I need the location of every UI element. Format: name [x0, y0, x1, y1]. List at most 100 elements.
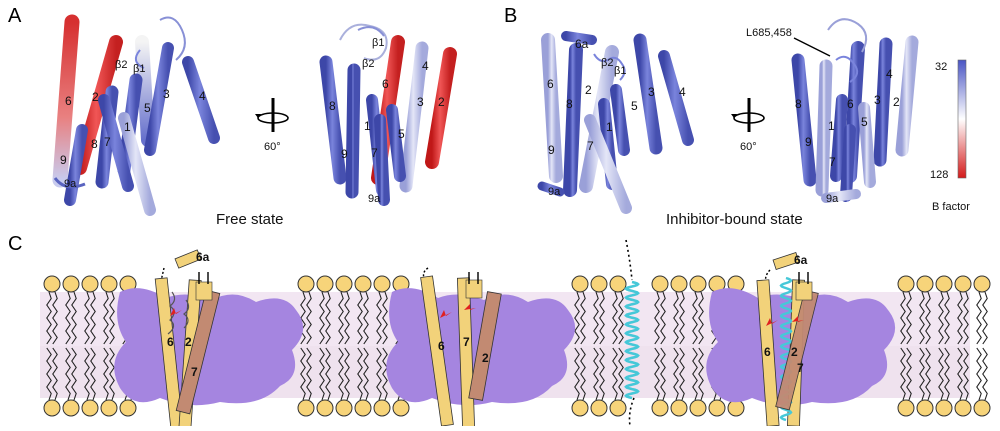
scheme-2-helices: 6 7 2	[420, 267, 502, 429]
lipid-tail	[673, 347, 679, 401]
a-left-label-7: 7	[104, 135, 111, 149]
a-right-label-beta1: β1	[372, 37, 384, 49]
lipid-tail	[319, 347, 325, 401]
lipid-tail	[957, 347, 963, 401]
lipid-head	[897, 275, 915, 293]
lipid-head	[935, 399, 953, 417]
a-left-label-8: 8	[91, 137, 98, 151]
a-left-label-9a: 9a	[64, 178, 77, 190]
lipid-tail	[679, 347, 685, 401]
panel-a-rotation-icon: 60°	[255, 98, 289, 153]
lipid-tail	[599, 291, 605, 345]
lipid-tail	[84, 347, 90, 401]
panel-c: C 6a 6 2 7	[8, 233, 991, 431]
b-right-label-5: 5	[861, 115, 868, 129]
a-right-label-6: 6	[382, 77, 389, 91]
b-left-label-2: 2	[585, 83, 592, 97]
lipid-tail	[963, 291, 969, 345]
panel-a-caption: Free state	[216, 211, 284, 228]
lipid-tail	[906, 347, 912, 401]
lipid-tail	[963, 347, 969, 401]
lipid-head	[316, 275, 334, 293]
lipid-tail	[363, 291, 369, 345]
scheme-3-label-6: 6	[764, 345, 771, 359]
lipid-tail	[919, 347, 925, 401]
b-left-label-6: 6	[547, 77, 554, 91]
panel-a-letter: A	[8, 5, 22, 27]
lipid-tail	[618, 347, 624, 401]
lipid-tail	[65, 347, 71, 401]
lipid-head	[81, 399, 99, 417]
lipid-head	[119, 399, 137, 417]
b-left-label-beta2: β2	[601, 57, 613, 69]
lipid-head	[354, 275, 372, 293]
b-right-label-9: 9	[805, 135, 812, 149]
lipid-tail	[944, 291, 950, 345]
lipid-tail	[46, 347, 52, 401]
scheme-3-label-2: 2	[791, 345, 798, 359]
lipid-tail	[925, 347, 931, 401]
lipid-head	[62, 399, 80, 417]
b-left-label-1: 1	[606, 120, 613, 134]
a-right-label-8: 8	[329, 99, 336, 113]
b-left-label-beta1: β1	[614, 65, 626, 77]
lipid-tail	[65, 291, 71, 345]
scheme-1-label-6a: 6a	[196, 250, 210, 264]
lipid-tail	[580, 347, 586, 401]
panel-a-structure-left: 6 2 β2 β1 3 4 5 1 7 8 9 9a	[52, 14, 220, 216]
lipid-head	[651, 275, 669, 293]
b-right-label-8: 8	[795, 97, 802, 111]
a-left-label-beta2: β2	[115, 59, 127, 71]
lipid-tail	[593, 291, 599, 345]
lipid-head	[297, 399, 315, 417]
lipid-tail	[580, 291, 586, 345]
lipid-head	[43, 399, 61, 417]
scheme-3-label-6a: 6a	[794, 253, 808, 267]
a-right-label-1: 1	[364, 119, 371, 133]
b-left-label-4: 4	[679, 85, 686, 99]
lipid-head	[590, 399, 608, 417]
panel-b-rotation-icon: 60°	[731, 98, 765, 153]
colorbar-min-label: 128	[930, 169, 948, 181]
lipid-head	[43, 275, 61, 293]
a-right-label-beta2: β2	[362, 58, 374, 70]
lipid-tail	[660, 291, 666, 345]
a-right-label-2: 2	[438, 95, 445, 109]
lipid-head	[392, 399, 410, 417]
lipid-tail	[103, 347, 109, 401]
lipid-head	[335, 275, 353, 293]
lipid-tail	[900, 347, 906, 401]
lipid-head	[670, 399, 688, 417]
lipid-tail	[52, 291, 58, 345]
lipid-head	[335, 399, 353, 417]
a-left-label-5: 5	[144, 101, 151, 115]
lipid-tail	[900, 291, 906, 345]
lipid-head	[609, 275, 627, 293]
lipid-head	[100, 275, 118, 293]
lipid-head	[727, 399, 745, 417]
b-right-label-3: 3	[874, 93, 881, 107]
colorbar-max-label: 32	[935, 61, 947, 73]
lipid-tail	[698, 291, 704, 345]
lipid-tail	[679, 291, 685, 345]
lipid-tail	[46, 291, 52, 345]
lipid-tail	[925, 291, 931, 345]
lipid-tail	[357, 291, 363, 345]
panel-a-rotation-label: 60°	[264, 141, 281, 153]
a-left-label-1: 1	[124, 120, 131, 134]
a-right-label-9: 9	[341, 147, 348, 161]
bfactor-colorbar: 32 128 B factor	[930, 59, 970, 213]
scheme-1-label-6: 6	[167, 335, 174, 349]
panel-b-structure-left: 6a β2 β1 6 8 2 5 3 4 1 9 7 9a	[537, 31, 694, 214]
lipid-head	[373, 399, 391, 417]
lipid-tail	[109, 291, 115, 345]
lipid-tail	[660, 347, 666, 401]
lipid-head	[81, 275, 99, 293]
lipid-tail	[957, 291, 963, 345]
lipid-tail	[338, 291, 344, 345]
panel-b-structure-right: L685,458 8 6 4 3 2 1 5 9 7 9a	[746, 18, 919, 205]
lipid-tail	[90, 347, 96, 401]
lipid-tail	[593, 347, 599, 401]
a-right-label-7: 7	[371, 146, 378, 160]
panel-b-rotation-label: 60°	[740, 141, 757, 153]
